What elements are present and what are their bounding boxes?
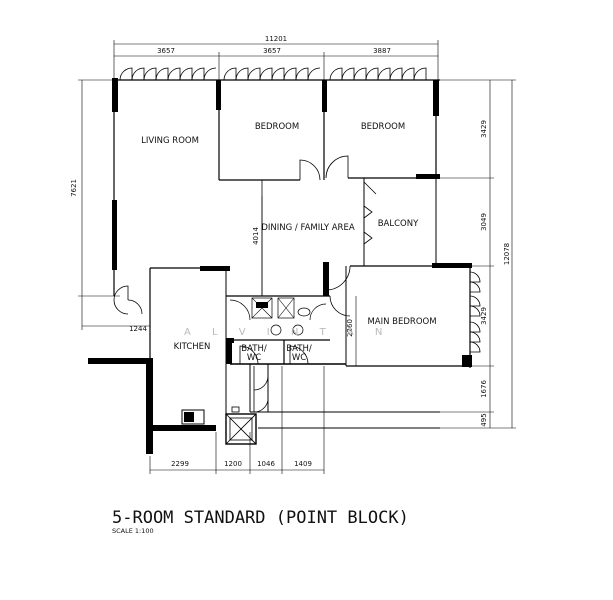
dim-inner-height: 4014 <box>252 227 260 245</box>
label-dining: DINING / FAMILY AREA <box>261 223 354 233</box>
label-bedroom-2: BEDROOM <box>361 122 405 132</box>
room-labels: LIVING ROOM BEDROOM BEDROOM DINING / FAM… <box>141 122 436 363</box>
label-bath-2-line1: BATH/ <box>286 344 312 354</box>
label-main-bedroom: MAIN BEDROOM <box>367 317 436 327</box>
label-kitchen: KITCHEN <box>174 342 211 352</box>
dim-right-1: 3429 <box>480 120 488 138</box>
dim-right-3: 3429 <box>480 307 488 325</box>
dim-right-total: 12078 <box>503 243 511 265</box>
dimension-lines <box>78 40 516 474</box>
watermark: A L V I N T A N <box>184 327 391 338</box>
label-living-room: LIVING ROOM <box>141 136 199 146</box>
dim-bottom-3: 1046 <box>257 460 275 468</box>
dimension-labels: 11201 3657 3657 3887 7621 4014 1244 2260… <box>70 35 511 468</box>
dim-bottom-1: 2299 <box>171 460 189 468</box>
label-balcony: BALCONY <box>378 219 419 229</box>
dim-left-height: 7621 <box>70 179 78 197</box>
window-arcs <box>119 67 481 353</box>
dim-right-4: 1676 <box>480 380 488 398</box>
dim-bottom-2: 1200 <box>224 460 242 468</box>
dim-left-bottom: 1244 <box>129 325 147 333</box>
label-bedroom-1: BEDROOM <box>255 122 299 132</box>
dim-right-2: 3049 <box>480 213 488 231</box>
walls <box>88 78 472 454</box>
label-bath-2-line2: WC <box>292 353 306 363</box>
dim-main-bed-inner: 2260 <box>346 319 354 337</box>
dim-top-2: 3657 <box>263 47 281 55</box>
door-swings <box>113 155 377 413</box>
dim-top-3: 3887 <box>373 47 391 55</box>
label-bath-1-line2: WC <box>247 353 261 363</box>
plan-scale: SCALE 1:100 <box>112 527 154 535</box>
dim-bottom-4: 1409 <box>294 460 312 468</box>
dim-top-total: 11201 <box>265 35 287 43</box>
label-bath-1-line1: BATH/ <box>241 344 267 354</box>
dim-right-5: 495 <box>480 413 488 426</box>
dim-top-1: 3657 <box>157 47 175 55</box>
plan-title: 5-ROOM STANDARD (POINT BLOCK) <box>112 508 409 528</box>
